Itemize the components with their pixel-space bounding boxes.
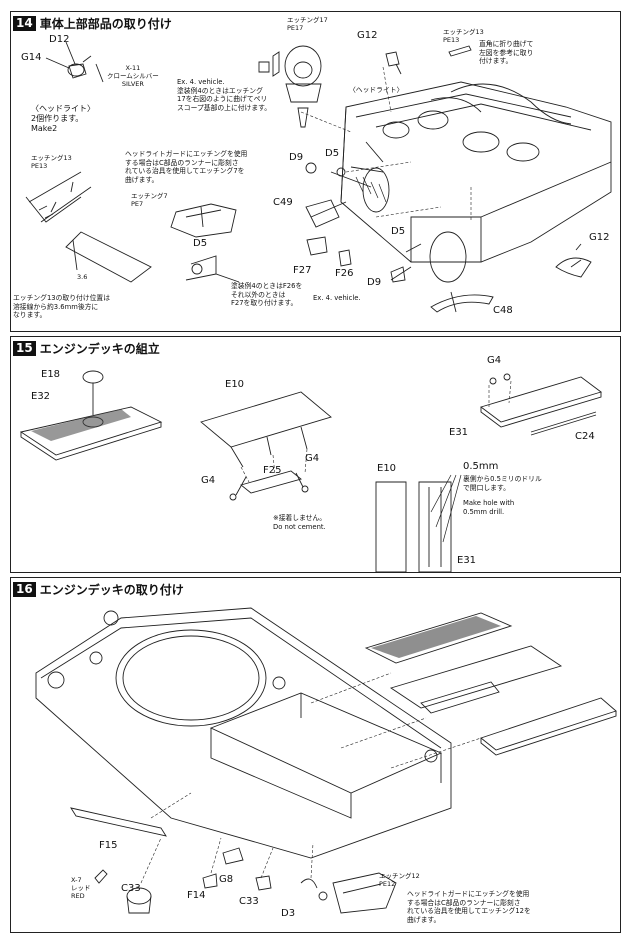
pe7-label: エッチング7 PE7 [131, 192, 168, 208]
part-label-d5-jig: D5 [193, 238, 208, 249]
part-label-e10-panel: E10 [377, 463, 397, 474]
part-label-e31-right: E31 [449, 427, 469, 438]
note-ex4-f26: 塗装例4のときはF26を それ以外のときは F27を取り付けます。 [231, 282, 303, 308]
note-guard-pe7: ヘッドライトガードにエッチングを使用 する場合はC部品のランナーに彫刻さ れてい… [125, 150, 248, 184]
part-label-g4-top: G4 [487, 355, 502, 366]
part-label-f25: F25 [263, 465, 282, 476]
no-cement-jp: ※接着しません。 [273, 514, 327, 522]
part-label-d9-upper: D9 [289, 152, 304, 163]
step-15-illustration [19, 370, 602, 573]
pe13-label-left: エッチング13 PE13 [31, 154, 72, 170]
pe17-label: エッチング17 PE17 [287, 16, 328, 32]
part-label-g4-left: G4 [201, 475, 216, 486]
note-guard-pe12: ヘッドライトガードにエッチングを使用 する場合はC部品のランナーに彫刻さ れてい… [407, 890, 531, 924]
part-label-d9-lower: D9 [367, 277, 382, 288]
note-ex4-vehicle: Ex. 4. vehicle. [313, 294, 361, 302]
dimension-label: 3.6 [77, 273, 88, 281]
part-label-c24: C24 [575, 431, 595, 442]
part-label-e31-panel: E31 [457, 555, 477, 566]
part-label-d12: D12 [49, 34, 70, 45]
step-number: 16 [13, 581, 36, 597]
paint-code: X-11 クロームシルバー SILVER [107, 64, 159, 88]
part-label-f26: F26 [335, 268, 354, 279]
part-label-e32: E32 [31, 391, 51, 402]
paint-code-red: X-7 レッド RED [71, 876, 91, 900]
step-title: 車体上部部品の取り付け [39, 16, 172, 31]
part-label-f15: F15 [99, 840, 118, 851]
part-label-c33-left: C33 [121, 883, 141, 894]
step-16-header: 16 エンジンデッキの取り付け [13, 580, 184, 598]
part-label-f27: F27 [293, 265, 312, 276]
paint-code-id: X-7 [71, 876, 82, 884]
part-label-d3: D3 [281, 908, 296, 919]
headlight-title: 〈ヘッドライト〉 [31, 104, 95, 113]
step-15-panel: 15 エンジンデッキの組立 [10, 336, 621, 573]
step-title: エンジンデッキの組立 [39, 341, 160, 356]
step-14-illustration [25, 41, 612, 313]
pe13-label-top: エッチング13 PE13 [443, 28, 484, 44]
paint-code-id: X-11 [125, 64, 141, 72]
part-label-c49: C49 [273, 197, 293, 208]
note-bend: 直角に折り曲げて 左図を参考に取り 付けます。 [479, 40, 534, 66]
step-number: 15 [13, 340, 36, 356]
note-hole-en: Make hole with 0.5mm drill. [463, 499, 515, 516]
note-ex4-pe17: Ex. 4. vehicle. 塗装例4のときはエッチング 17を右図のように曲… [177, 78, 272, 112]
part-label-c33-center: C33 [239, 896, 259, 907]
note-no-cement: ※接着しません。 Do not cement. [273, 514, 326, 531]
note-headlight-callout: 〈ヘッドライト〉 [349, 86, 404, 94]
step-15-header: 15 エンジンデッキの組立 [13, 339, 160, 357]
paint-code-jp: クロームシルバー [107, 72, 159, 80]
no-cement-en: Do not cement. [273, 522, 326, 531]
hole-size-label: 0.5mm [463, 461, 499, 472]
headlight-instruction: 〈ヘッドライト〉 2個作ります。 Make2 [31, 104, 95, 134]
note-hole-jp: 裏側から0.5ミリのドリル で開口します。 [463, 475, 542, 492]
part-label-e18: E18 [41, 369, 61, 380]
paint-code-en: RED [71, 892, 85, 900]
headlight-en: Make2 [31, 124, 58, 133]
step-number: 14 [13, 15, 36, 31]
part-label-e10-top: E10 [225, 379, 245, 390]
part-label-g8: G8 [219, 874, 234, 885]
step-14-header: 14 車体上部部品の取り付け [13, 14, 172, 32]
part-label-g12-right: G12 [589, 232, 610, 243]
step-16-panel: 16 エンジンデッキの取り付け [10, 577, 621, 933]
pe12-label: エッチング12 PE12 [379, 872, 420, 888]
step-title: エンジンデッキの取り付け [39, 582, 184, 597]
note-pe13-position: エッチング13の取り付け位置は 溶接線から約3.6mm後方に なります。 [13, 294, 111, 320]
part-label-f14: F14 [187, 890, 206, 901]
paint-code-jp: レッド [71, 884, 91, 892]
paint-code-en: SILVER [121, 80, 144, 88]
part-label-c48: C48 [493, 305, 513, 316]
part-label-d5-upper: D5 [325, 148, 340, 159]
headlight-jp: 2個作ります。 [31, 114, 84, 123]
part-label-g12-top: G12 [357, 30, 378, 41]
part-label-g14: G14 [21, 52, 42, 63]
step-14-panel: 14 車体上部部品の取り付け [10, 11, 621, 332]
part-label-d5-lower: D5 [391, 226, 406, 237]
step-16-illustration [35, 607, 617, 914]
part-label-g4-right: G4 [305, 453, 320, 464]
